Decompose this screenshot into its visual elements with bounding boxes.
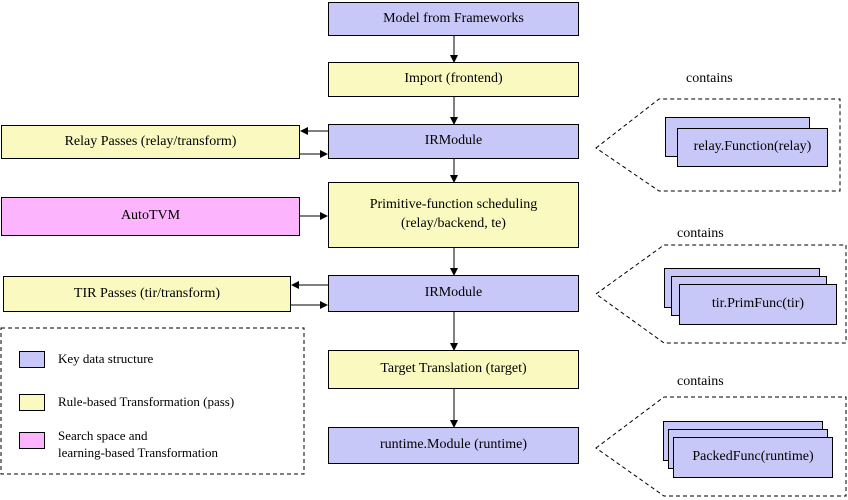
callout-tir-contains-label: contains	[677, 226, 724, 241]
model-from-frameworks-label: Model from Frameworks	[383, 10, 524, 26]
callout-packedfunc-outline	[595, 396, 847, 497]
import-frontend-box: Import (frontend)	[328, 62, 579, 97]
irmodule-tir-label: IRModule	[424, 285, 483, 301]
relay-function-label: relay.Function(relay)	[693, 139, 812, 155]
primitive-scheduling-label: Primitive-function scheduling (relay/bac…	[369, 197, 538, 231]
legend-swatch-pass	[19, 394, 45, 411]
callout-relay-contains-label: contains	[686, 71, 733, 86]
relay-passes-box: Relay Passes (relay/transform)	[1, 125, 300, 159]
runtime-module-box: runtime.Module (runtime)	[328, 427, 579, 464]
runtime-module-label: runtime.Module (runtime)	[380, 437, 527, 453]
packedfunc-box: PackedFunc(runtime)	[673, 437, 833, 478]
autotvm-box: AutoTVM	[1, 197, 300, 236]
tir-passes-box: TIR Passes (tir/transform)	[3, 276, 291, 312]
target-translation-label: Target Translation (target)	[380, 361, 527, 377]
legend-label-search: Search space and learning-based Transfor…	[58, 428, 218, 460]
callout-relay-function-outline	[595, 98, 841, 192]
callout-packedfunc-contains-label: contains	[677, 374, 724, 389]
import-frontend-label: Import (frontend)	[404, 71, 503, 87]
tir-primfunc-label: tir.PrimFunc(tir)	[711, 296, 805, 312]
autotvm-label: AutoTVM	[120, 208, 181, 224]
irmodule-relay-box: IRModule	[328, 124, 579, 159]
relay-function-box: relay.Function(relay)	[677, 128, 828, 167]
legend-swatch-search	[19, 432, 45, 449]
relay-passes-label: Relay Passes (relay/transform)	[64, 133, 237, 149]
legend-label-pass: Rule-based Transformation (pass)	[58, 394, 235, 409]
tir-passes-label: TIR Passes (tir/transform)	[73, 285, 221, 301]
irmodule-tir-box: IRModule	[328, 275, 579, 312]
primitive-scheduling-box: Primitive-function scheduling (relay/bac…	[328, 182, 579, 248]
packedfunc-label: PackedFunc(runtime)	[692, 449, 814, 465]
irmodule-relay-label: IRModule	[424, 133, 483, 149]
target-translation-box: Target Translation (target)	[328, 350, 579, 389]
tir-primfunc-box: tir.PrimFunc(tir)	[679, 284, 837, 325]
legend-label-data-structure: Key data structure	[58, 351, 154, 366]
legend-swatch-data-structure	[19, 351, 45, 368]
model-from-frameworks-box: Model from Frameworks	[328, 2, 579, 36]
